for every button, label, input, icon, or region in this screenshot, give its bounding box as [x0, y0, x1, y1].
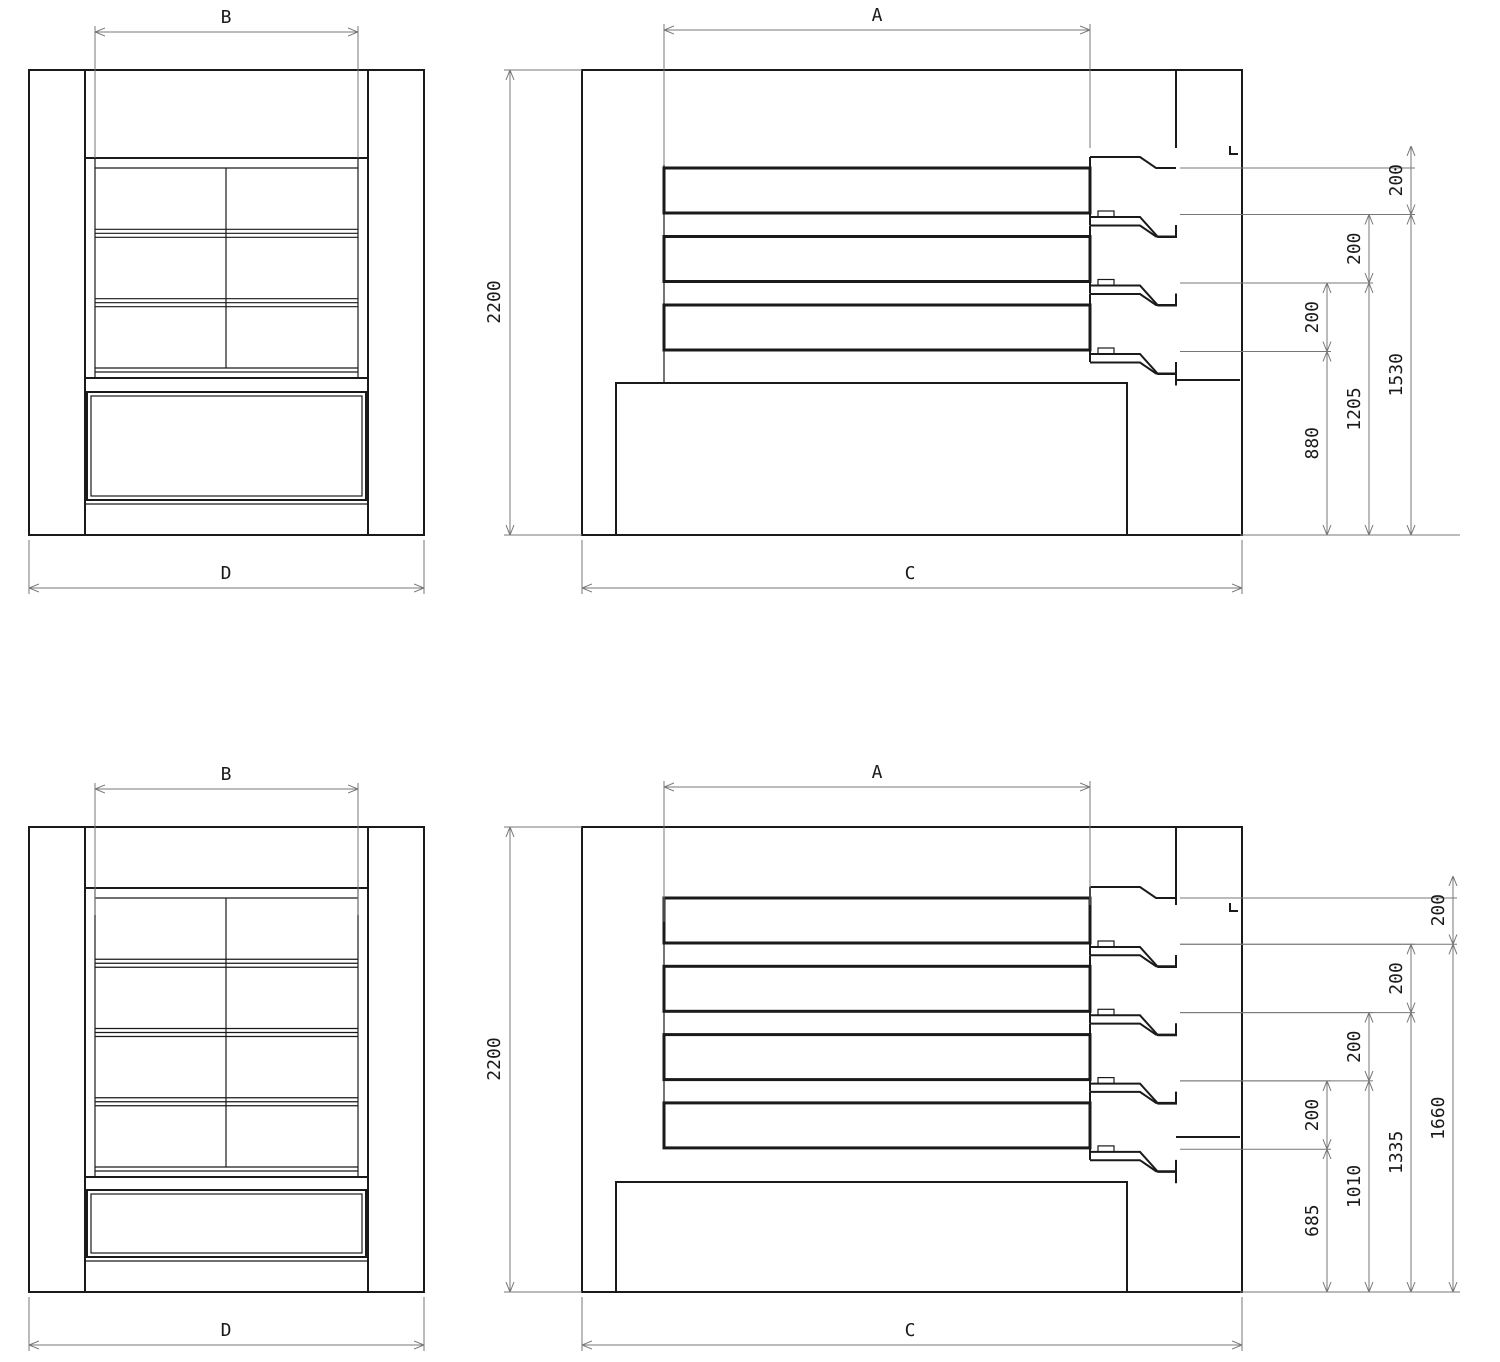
side-shelf-1 — [662, 166, 1092, 215]
side-price-rail — [1090, 156, 1176, 169]
side-light-profile — [1090, 216, 1177, 238]
dimension-height-label: 2200 — [484, 1037, 505, 1080]
dimension-chain-2: 1205 200 — [1180, 214, 1373, 535]
front-outer-frame — [28, 826, 425, 1293]
side-light-profile — [1090, 1082, 1177, 1105]
dimension-chain-1: 685 200 — [1180, 1080, 1331, 1292]
dimension-cumulative-label: 1205 — [1344, 387, 1365, 430]
dimension-a-label: A — [872, 762, 883, 783]
dimension-spacing-label: 200 — [1302, 301, 1323, 334]
front-base-panel — [86, 391, 367, 501]
side-price-rail — [1090, 1022, 1176, 1036]
side-shelf-1 — [662, 896, 1092, 945]
dimension-spacing-label: 200 — [1386, 164, 1407, 197]
side-light-profile — [1090, 946, 1177, 968]
dimension-b-label: B — [221, 7, 232, 28]
front-outer-frame — [28, 69, 425, 536]
side-shelf-2 — [662, 235, 1092, 283]
side-price-rail — [1090, 886, 1176, 899]
side-outer-frame — [581, 69, 1243, 536]
side-top-hook — [1229, 146, 1238, 155]
side-view: 2200 A C 685 200 1010 200 1335 200 1660 200 — [484, 762, 1460, 1351]
dimension-spacing-label: 200 — [1344, 1030, 1365, 1063]
side-price-rail — [1090, 293, 1176, 306]
side-base-unit — [615, 1181, 1128, 1293]
dimension-chain-2: 1010 200 — [1180, 1012, 1373, 1292]
side-light-profile — [1090, 1150, 1177, 1173]
side-price-rail — [1090, 954, 1176, 968]
dimension-cumulative-label: 1335 — [1386, 1131, 1407, 1174]
front-base-panel-inner — [90, 1193, 363, 1254]
side-light-profile — [1090, 1014, 1177, 1037]
side-shelf-2 — [662, 964, 1092, 1013]
dimension-a-label: A — [872, 5, 883, 26]
dimension-c-label: C — [905, 563, 916, 584]
side-base-unit — [615, 382, 1128, 536]
dimension-chain-3: 1530 200 — [1180, 146, 1415, 535]
dimension-spacing-label: 200 — [1428, 894, 1449, 927]
front-view: BD — [28, 7, 425, 594]
dimension-cumulative-label: 1660 — [1428, 1096, 1449, 1139]
dimension-cumulative-label: 1010 — [1344, 1165, 1365, 1208]
dimension-cumulative-label: 1530 — [1386, 353, 1407, 396]
dimension-height-label: 2200 — [484, 280, 505, 323]
dimension-cumulative-label: 685 — [1302, 1204, 1323, 1237]
side-view: 2200 A C 880 200 1205 200 1530 200 — [484, 5, 1460, 594]
dimension-spacing-label: 200 — [1386, 962, 1407, 995]
dimension-d-label: D — [221, 1320, 232, 1341]
dimension-chain-1: 880 200 — [1180, 282, 1331, 535]
dimension-chain-4: 1660 200 — [1180, 876, 1457, 1292]
dimension-b-label: B — [221, 764, 232, 785]
side-bottom-profile — [1090, 361, 1177, 386]
dimension-chain-3: 1335 200 — [1180, 943, 1415, 1292]
side-price-rail — [1090, 224, 1176, 238]
side-shelf-4 — [662, 1101, 1092, 1150]
front-view: BD — [28, 764, 425, 1351]
dimension-cumulative-label: 880 — [1302, 427, 1323, 460]
dimension-spacing-label: 200 — [1344, 232, 1365, 265]
side-top-hook — [1229, 903, 1238, 912]
dimension-c-label: C — [905, 1320, 916, 1341]
front-base-panel-inner — [90, 395, 363, 497]
side-light-profile — [1090, 353, 1177, 375]
front-base-panel — [86, 1189, 367, 1258]
side-shelf-3 — [662, 1033, 1092, 1082]
side-bottom-profile — [1090, 1159, 1177, 1184]
dimension-spacing-label: 200 — [1302, 1099, 1323, 1132]
side-shelf-3 — [662, 303, 1092, 352]
dimension-d-label: D — [221, 563, 232, 584]
side-price-rail — [1090, 1090, 1176, 1104]
side-light-profile — [1090, 284, 1177, 307]
